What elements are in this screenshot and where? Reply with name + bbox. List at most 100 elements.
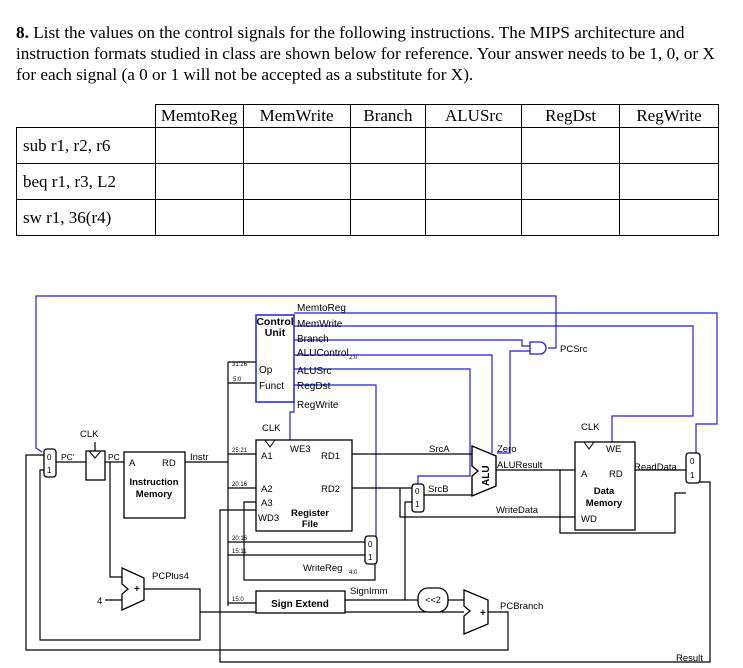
question-number: 8. bbox=[16, 23, 29, 42]
answer-cell[interactable] bbox=[619, 199, 719, 236]
table-row: beq r1, r3, L2 bbox=[16, 163, 719, 200]
four-constant: 4 bbox=[97, 596, 102, 607]
table-header-row: MemtoReg MemWrite Branch ALUSrc RegDst R… bbox=[16, 104, 719, 128]
answer-cell[interactable] bbox=[521, 199, 621, 236]
alu-label: ALU bbox=[481, 465, 492, 486]
header-memwrite: MemWrite bbox=[242, 104, 351, 128]
header-alusrc: ALUSrc bbox=[425, 104, 523, 128]
srcb-mux-1: 1 bbox=[415, 500, 420, 509]
answer-cell[interactable] bbox=[619, 127, 719, 164]
rd2-label: RD2 bbox=[321, 484, 340, 495]
bits-rt: 20:16 bbox=[232, 482, 248, 488]
writereg-mux bbox=[364, 535, 378, 565]
bits-imm: 15:0 bbox=[232, 597, 244, 603]
sign-extend-label: Sign Extend bbox=[271, 599, 329, 610]
table-row: sw r1, 36(r4) bbox=[16, 199, 719, 236]
answer-cell[interactable] bbox=[619, 163, 719, 200]
answer-cell[interactable] bbox=[349, 199, 427, 236]
result-mux-1: 1 bbox=[690, 471, 695, 480]
answer-cell[interactable] bbox=[154, 199, 244, 236]
pcplus4-label: PCPlus4 bbox=[152, 571, 189, 582]
signal-alucontrol: ALUControl bbox=[297, 348, 349, 359]
imem-title-1: Instruction bbox=[129, 477, 178, 488]
instruction-memory bbox=[123, 451, 186, 519]
srcb-mux bbox=[411, 483, 425, 513]
dmem-rd-label: RD bbox=[609, 469, 623, 480]
shift-left-2 bbox=[417, 587, 449, 613]
wd3-label: WD3 bbox=[258, 513, 279, 524]
imem-rd-label: RD bbox=[162, 458, 176, 469]
pc-mux-0: 0 bbox=[47, 453, 52, 462]
writedata-label: WriteData bbox=[496, 505, 539, 516]
we3-label: WE3 bbox=[290, 444, 311, 455]
signal-alusrc: ALUSrc bbox=[297, 366, 331, 377]
signal-branch: Branch bbox=[297, 334, 329, 345]
result-mux-0: 0 bbox=[690, 457, 695, 466]
datapath-wires bbox=[25, 361, 711, 663]
signimm-label: SignImm bbox=[350, 586, 388, 597]
header-regwrite: RegWrite bbox=[619, 104, 719, 128]
answer-cell[interactable] bbox=[521, 127, 621, 164]
pcplus4-plus: + bbox=[134, 584, 140, 595]
imem-a-label: A bbox=[129, 458, 136, 469]
writereg-sub: 4:0 bbox=[349, 570, 358, 576]
instruction-cell: sw r1, 36(r4) bbox=[16, 199, 156, 236]
signal-regdst: RegDst bbox=[297, 381, 331, 392]
result-mux bbox=[685, 452, 701, 484]
pcbranch-plus: + bbox=[480, 608, 486, 619]
zero-label: Zero bbox=[497, 444, 517, 455]
question-text: 8. List the values on the control signal… bbox=[16, 22, 728, 85]
table-row: sub r1, r2, r6 bbox=[16, 127, 719, 164]
pc-mux-1: 1 bbox=[47, 466, 52, 475]
bits-rd: 15:11 bbox=[232, 549, 247, 555]
a3-label: A3 bbox=[261, 498, 273, 509]
srcb-label: SrcB bbox=[428, 484, 449, 495]
answer-cell[interactable] bbox=[349, 163, 427, 200]
alu bbox=[471, 444, 497, 498]
answer-cell[interactable] bbox=[521, 163, 621, 200]
imem-title-2: Memory bbox=[136, 489, 173, 500]
instr-label: Instr bbox=[190, 452, 208, 463]
pc-clock-icon bbox=[88, 450, 102, 459]
signal-memtoreg: MemtoReg bbox=[297, 303, 346, 314]
dmem-title-2: Memory bbox=[586, 498, 623, 509]
data-memory bbox=[574, 441, 636, 531]
datamem-clock-icon bbox=[583, 441, 595, 450]
control-unit bbox=[255, 314, 295, 403]
readdata-label: ReadData bbox=[634, 462, 677, 473]
signal-memwrite: MemWrite bbox=[297, 319, 343, 330]
aluresult-label: ALUResult bbox=[497, 460, 543, 471]
header-memtoreg: MemtoReg bbox=[154, 104, 244, 128]
pc-mux bbox=[43, 448, 57, 478]
sign-extend bbox=[255, 590, 346, 614]
clk-label-datamem: CLK bbox=[581, 422, 600, 433]
pcbranch-adder bbox=[463, 589, 489, 635]
control-funct-label: Funct bbox=[259, 381, 284, 392]
pcplus4-adder bbox=[121, 566, 145, 612]
regfile-title-1: Register bbox=[291, 508, 329, 519]
answer-cell[interactable] bbox=[425, 163, 523, 200]
answer-cell[interactable] bbox=[242, 199, 351, 236]
regfile-title-2: File bbox=[302, 519, 318, 530]
signal-regwrite: RegWrite bbox=[297, 400, 339, 411]
control-unit-title: Control bbox=[256, 316, 293, 328]
clk-label-pc: CLK bbox=[80, 429, 99, 440]
bits-rs: 25:21 bbox=[232, 448, 248, 454]
answer-cell[interactable] bbox=[154, 127, 244, 164]
control-signal-table: MemtoReg MemWrite Branch ALUSrc RegDst R… bbox=[16, 104, 719, 236]
register-file bbox=[255, 439, 353, 532]
writereg-label: WriteReg bbox=[303, 563, 342, 574]
instruction-cell: beq r1, r3, L2 bbox=[16, 163, 156, 200]
answer-cell[interactable] bbox=[425, 199, 523, 236]
question-body: List the values on the control signals f… bbox=[16, 23, 715, 84]
header-regdst: RegDst bbox=[521, 104, 621, 128]
rd1-label: RD1 bbox=[321, 451, 340, 462]
pc-prime-label: PC' bbox=[61, 452, 75, 462]
regfile-clock-icon bbox=[264, 439, 276, 448]
clk-label-regfile: CLK bbox=[262, 423, 281, 434]
control-op-label: Op bbox=[259, 365, 273, 376]
dmem-title-1: Data bbox=[594, 486, 615, 497]
control-wires bbox=[35, 295, 718, 536]
pc-register bbox=[85, 450, 106, 481]
